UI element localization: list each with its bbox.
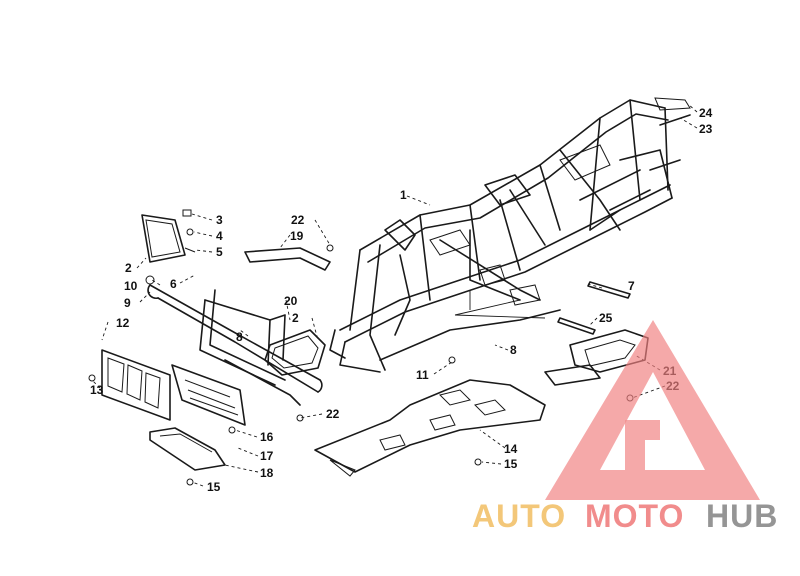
callout-11: 11 bbox=[416, 368, 429, 382]
callout-8-frame: 8 bbox=[510, 343, 517, 357]
callout-10: 10 bbox=[124, 279, 138, 293]
bar-7 bbox=[587, 281, 631, 299]
callout-6: 6 bbox=[170, 277, 177, 291]
callout-14: 14 bbox=[504, 442, 518, 456]
bracket-19 bbox=[244, 247, 331, 271]
callout-2-right: 2 bbox=[292, 311, 299, 325]
logo-inner-arrow bbox=[625, 420, 660, 470]
hardware bbox=[88, 97, 691, 486]
logo-text-moto: MOTO bbox=[585, 498, 684, 534]
callout-1: 1 bbox=[400, 188, 407, 202]
callout-9: 9 bbox=[124, 296, 131, 310]
callout-3: 3 bbox=[216, 213, 223, 227]
callout-2-headlight: 2 bbox=[125, 261, 132, 275]
callout-4: 4 bbox=[216, 229, 223, 243]
callout-7: 7 bbox=[628, 279, 635, 293]
main-frame bbox=[329, 99, 691, 373]
callout-16: 16 bbox=[260, 430, 274, 444]
automotohub-logo: AUTO MOTO HUB bbox=[472, 320, 778, 534]
logo-triangle bbox=[545, 320, 760, 500]
callout-19: 19 bbox=[290, 229, 304, 243]
callout-25: 25 bbox=[599, 311, 613, 325]
callout-22-left: 22 bbox=[291, 213, 305, 227]
callout-22-bottom: 22 bbox=[326, 407, 340, 421]
callout-13: 13 bbox=[90, 383, 104, 397]
callout-8-bumper: 8 bbox=[236, 330, 243, 344]
headlight-left bbox=[141, 214, 186, 263]
front-bumper bbox=[147, 284, 323, 426]
front-skid bbox=[149, 427, 226, 471]
logo-text-auto: AUTO bbox=[472, 498, 566, 534]
callout-15-right: 15 bbox=[504, 457, 518, 471]
logo-text-hub: HUB bbox=[706, 498, 778, 534]
callout-18: 18 bbox=[260, 466, 274, 480]
callout-15-left: 15 bbox=[207, 480, 221, 494]
skid-plate bbox=[314, 379, 546, 477]
callout-12: 12 bbox=[116, 316, 130, 330]
callout-20: 20 bbox=[284, 294, 298, 308]
bar-25 bbox=[557, 317, 596, 335]
callout-24: 24 bbox=[699, 106, 713, 120]
callout-5: 5 bbox=[216, 245, 223, 259]
headlight-right bbox=[264, 329, 326, 376]
callout-23: 23 bbox=[699, 122, 713, 136]
front-panel bbox=[101, 349, 171, 421]
callout-17: 17 bbox=[260, 449, 274, 463]
